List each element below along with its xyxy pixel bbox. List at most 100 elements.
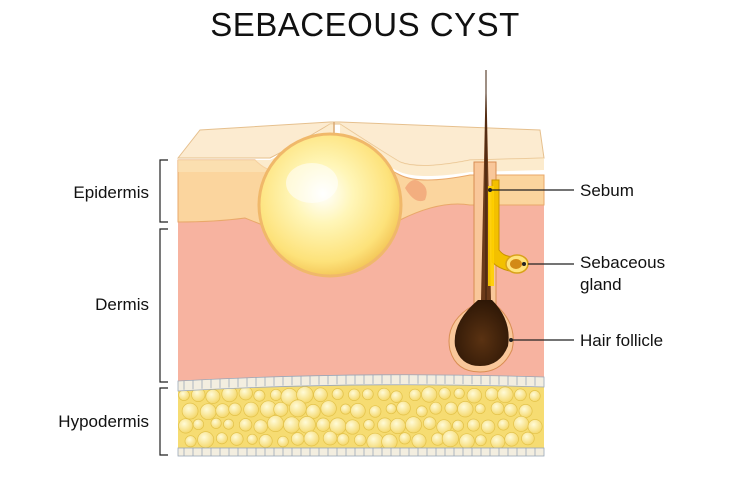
fat-cell bbox=[528, 390, 541, 402]
follicle-bulb bbox=[454, 300, 509, 366]
hypodermis-layer bbox=[177, 380, 545, 457]
fat-cell bbox=[238, 418, 253, 432]
fat-cell bbox=[223, 418, 235, 430]
fat-cell bbox=[452, 419, 464, 432]
fat-cell bbox=[490, 434, 506, 450]
fat-cell bbox=[480, 419, 496, 434]
fat-cell bbox=[497, 418, 510, 431]
layer-brackets bbox=[159, 159, 168, 456]
fat-cell bbox=[258, 434, 273, 448]
fat-cell bbox=[504, 432, 519, 447]
fat-cell bbox=[246, 433, 258, 445]
fat-cell bbox=[467, 418, 480, 432]
fat-cell bbox=[444, 401, 458, 415]
sebum bbox=[488, 186, 494, 286]
fat-cell bbox=[377, 387, 391, 401]
fat-cell bbox=[336, 433, 350, 446]
fat-cell bbox=[192, 418, 205, 431]
fat-cell bbox=[267, 415, 284, 432]
fat-cell bbox=[228, 402, 242, 416]
fat-cell bbox=[381, 433, 398, 450]
fat-cell bbox=[215, 403, 230, 418]
fat-cell bbox=[273, 401, 289, 417]
fat-cell bbox=[390, 390, 403, 403]
fat-cell bbox=[316, 417, 331, 432]
fat-cells bbox=[178, 386, 543, 451]
fat-cell bbox=[238, 386, 253, 401]
fat-cell bbox=[411, 433, 427, 449]
fat-cell bbox=[290, 432, 305, 446]
fat-cell bbox=[178, 389, 190, 401]
fat-cell bbox=[514, 388, 527, 402]
fat-cell bbox=[361, 388, 374, 401]
fat-cell bbox=[210, 417, 222, 429]
fat-cell bbox=[415, 405, 428, 418]
fat-cell bbox=[199, 403, 217, 421]
fat-cell bbox=[184, 435, 197, 448]
fat-cell bbox=[289, 399, 307, 418]
fat-cell bbox=[270, 388, 282, 401]
fat-cell bbox=[363, 419, 375, 431]
fat-cell bbox=[277, 435, 289, 448]
fat-cell bbox=[331, 388, 344, 401]
fat-cell bbox=[503, 403, 518, 417]
fat-cell bbox=[366, 432, 384, 451]
fat-cell bbox=[421, 386, 438, 403]
fat-cell bbox=[298, 416, 316, 434]
label-hypodermis: Hypodermis bbox=[58, 412, 149, 431]
fat-cell bbox=[348, 388, 361, 401]
fat-cell bbox=[283, 416, 301, 434]
fat-cell bbox=[490, 401, 505, 416]
diagram-title: SEBACEOUS CYST bbox=[210, 6, 520, 43]
label-sebum: Sebum bbox=[580, 181, 634, 200]
fat-cell bbox=[441, 430, 459, 448]
fat-cell bbox=[423, 416, 437, 430]
fat-cell bbox=[215, 432, 228, 445]
fat-cell bbox=[350, 403, 366, 419]
fat-cell bbox=[320, 400, 337, 417]
fat-cell bbox=[354, 433, 367, 447]
fat-cell bbox=[497, 386, 514, 404]
fat-cell bbox=[313, 387, 328, 402]
fat-cell bbox=[178, 418, 194, 434]
fat-cell bbox=[453, 387, 465, 399]
fat-cell bbox=[405, 416, 422, 434]
fat-cell bbox=[408, 388, 422, 402]
fat-cell bbox=[518, 404, 533, 418]
fat-cell bbox=[457, 401, 474, 418]
label-epidermis: Epidermis bbox=[73, 183, 149, 202]
fat-cell bbox=[197, 431, 215, 449]
fat-cell bbox=[205, 389, 221, 404]
fat-cell bbox=[389, 417, 406, 435]
fat-cell bbox=[398, 432, 411, 445]
fat-cell bbox=[474, 403, 486, 415]
fat-cell bbox=[344, 419, 361, 435]
fat-cell bbox=[369, 405, 382, 418]
label-dermis: Dermis bbox=[95, 295, 149, 314]
fat-cell bbox=[466, 388, 482, 404]
fat-cell bbox=[322, 430, 338, 446]
fat-cell bbox=[521, 431, 535, 446]
fat-cell bbox=[340, 403, 352, 415]
label-sebaceous-gland-line1: Sebaceous bbox=[580, 253, 665, 272]
fat-cell bbox=[303, 430, 320, 447]
fat-cell bbox=[396, 400, 411, 416]
cyst bbox=[257, 132, 403, 278]
fat-cell bbox=[474, 434, 487, 447]
label-hair-follicle: Hair follicle bbox=[580, 331, 663, 350]
fat-cell bbox=[484, 387, 499, 402]
fat-cell bbox=[243, 401, 259, 418]
fat-cell bbox=[385, 403, 397, 415]
fat-cell bbox=[253, 389, 266, 402]
fat-cell bbox=[513, 415, 530, 432]
fat-cell bbox=[429, 401, 443, 415]
fat-cell bbox=[230, 432, 244, 446]
fat-cell bbox=[253, 419, 268, 434]
fat-cell bbox=[438, 387, 451, 400]
callout-lines bbox=[490, 189, 574, 341]
fat-cell bbox=[181, 402, 199, 420]
fat-cell bbox=[527, 419, 543, 435]
fat-cell bbox=[459, 433, 475, 450]
label-sebaceous-gland-line2: gland bbox=[580, 275, 622, 294]
